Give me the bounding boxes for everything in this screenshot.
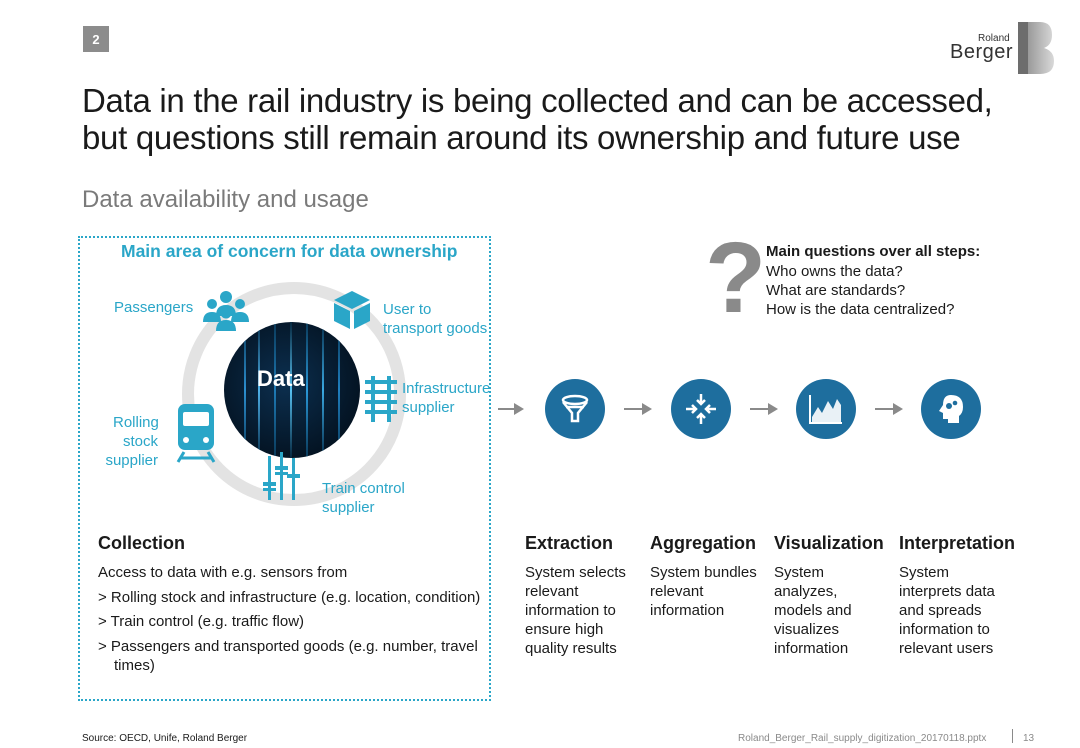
- concern-area-title: Main area of concern for data ownership: [121, 241, 458, 261]
- rail-track-icon: [365, 376, 397, 422]
- footer-divider: [1012, 729, 1013, 743]
- step-heading-aggregation: Aggregation: [650, 533, 756, 553]
- line-chart-icon: [809, 395, 842, 424]
- collection-bullet-1: > Rolling stock and infrastructure (e.g.…: [98, 589, 481, 606]
- concern-area-box: [78, 236, 491, 701]
- flow-arrow: [875, 408, 895, 410]
- question-item: What are standards?: [766, 282, 906, 299]
- head-gears-icon: [939, 395, 963, 423]
- user-transport-label-1: User to: [383, 301, 432, 318]
- step-text-extraction: quality results: [525, 640, 617, 657]
- train-control-label-1: Train control: [322, 480, 405, 497]
- step-text-interpretation: interprets data: [899, 583, 995, 600]
- flow-arrow: [498, 408, 516, 410]
- step-text-visualization: analyzes,: [774, 583, 838, 600]
- logo-berger-text: Berger: [950, 41, 1014, 63]
- questions-heading: Main questions over all steps:: [766, 243, 981, 260]
- extraction-step-circle: [545, 379, 605, 439]
- step-heading-interpretation: Interpretation: [899, 533, 1016, 553]
- step-text-extraction: information to: [525, 602, 616, 619]
- step-text-extraction: System selects: [525, 564, 626, 581]
- step-text-interpretation: System: [899, 564, 950, 581]
- rolling-stock-label-1: Rolling: [113, 414, 159, 431]
- footer-filename: Roland_Berger_Rail_supply_digitization_2…: [738, 733, 987, 744]
- data-center-image: [224, 322, 360, 458]
- step-text-interpretation: information to: [899, 621, 990, 638]
- flow-arrow: [750, 408, 770, 410]
- step-text-aggregation: information: [650, 602, 725, 619]
- data-center-label: Data: [257, 366, 305, 391]
- collection-bullet-3: > Passengers and transported goods (e.g.…: [98, 638, 478, 655]
- interpretation-step-circle: [921, 379, 981, 439]
- collection-heading: Collection: [98, 533, 186, 553]
- footer-page-number: 13: [1023, 733, 1035, 744]
- flow-arrow-head: [893, 403, 903, 415]
- step-text-aggregation: relevant: [650, 583, 704, 600]
- rolling-stock-label-2: stock: [122, 433, 158, 450]
- aggregation-step-circle: [671, 379, 731, 439]
- flow-arrow: [624, 408, 644, 410]
- step-heading-extraction: Extraction: [525, 533, 614, 553]
- question-item: Who owns the data?: [766, 263, 903, 280]
- converge-arrows-icon: [686, 394, 716, 424]
- step-text-interpretation: relevant users: [899, 640, 994, 657]
- berger-logo-mark-icon: [1018, 22, 1054, 74]
- collection-bullet-2: > Train control (e.g. traffic flow): [98, 613, 305, 630]
- step-text-visualization: models and: [774, 602, 852, 619]
- step-text-aggregation: System bundles: [650, 564, 757, 581]
- source-note: Source: OECD, Unife, Roland Berger: [82, 733, 248, 744]
- people-group-icon: [203, 291, 249, 331]
- signal-control-icon: [263, 452, 300, 500]
- question-mark-icon: ?: [705, 222, 767, 334]
- step-text-visualization: visualizes: [774, 621, 840, 638]
- step-heading-visualization: Visualization: [774, 533, 884, 553]
- step-text-interpretation: and spreads: [899, 602, 982, 619]
- flow-arrow-head: [768, 403, 778, 415]
- user-transport-label-2: transport goods: [383, 320, 488, 337]
- visualization-step-circle: [796, 379, 856, 439]
- step-text-extraction: ensure high: [525, 621, 604, 638]
- funnel-icon: [561, 394, 589, 423]
- infrastructure-label-2: supplier: [402, 399, 455, 416]
- step-text-visualization: System: [774, 564, 825, 581]
- page-subtitle: Data availability and usage: [82, 186, 369, 213]
- page-title: Data in the rail industry is being colle…: [82, 82, 993, 156]
- step-text-visualization: information: [774, 640, 849, 657]
- step-text-extraction: relevant: [525, 583, 579, 600]
- rolling-stock-label-3: supplier: [105, 452, 158, 469]
- flow-arrow-head: [514, 403, 524, 415]
- logo-roland-text: Roland: [978, 33, 1010, 44]
- collection-bullet-3-cont: times): [114, 657, 155, 674]
- page-number-badge: 2: [83, 26, 109, 52]
- box-icon: [334, 291, 370, 329]
- passengers-label: Passengers: [114, 299, 194, 316]
- infrastructure-label-1: Infrastructure: [402, 380, 491, 397]
- train-icon: [176, 404, 216, 463]
- question-item: How is the data centralized?: [766, 301, 955, 318]
- flow-arrow-head: [642, 403, 652, 415]
- train-control-label-2: supplier: [322, 499, 375, 516]
- collection-intro: Access to data with e.g. sensors from: [98, 564, 348, 581]
